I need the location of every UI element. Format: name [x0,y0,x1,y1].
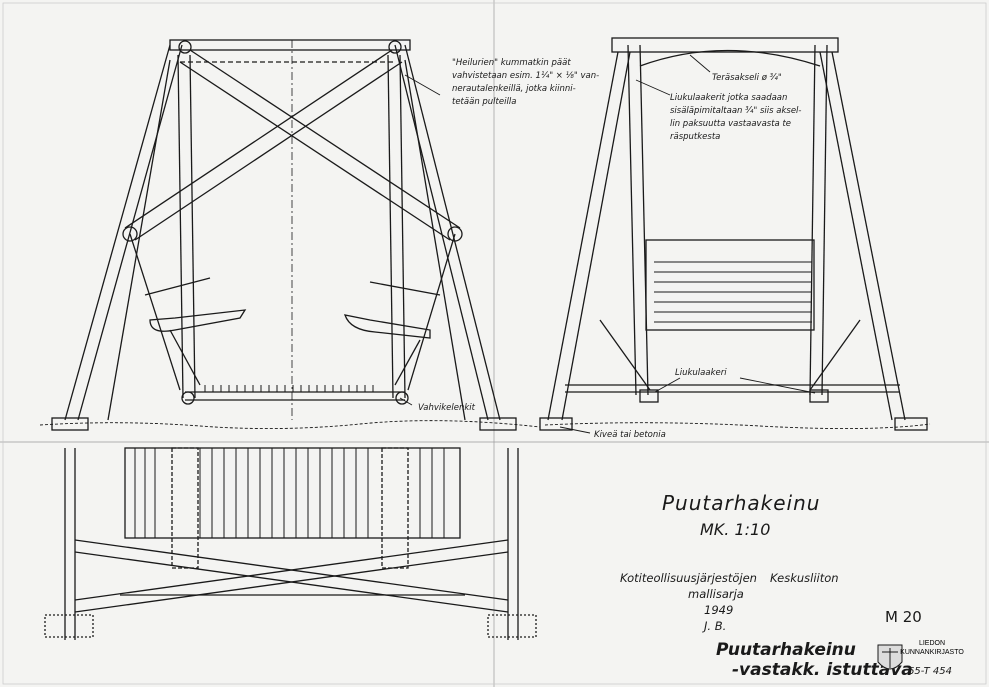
stamp-line-1: LIEDON [919,640,945,647]
drawing-initials: J. B. [702,619,726,633]
swing-reinforcement-note: "Heilurien" kummatkin päät vahvistetaan … [452,58,599,107]
reinforcement-links-label: Vahvikelenkit [418,403,476,413]
signature-line-1: Puutarhakeinu [716,640,856,660]
swing-note-line-1: "Heilurien" kummatkin päät [452,58,571,68]
crest-icon [877,644,903,670]
drawing-title: Puutarhakeinu [662,491,820,515]
signature-line-2: -vastakk. istuttava [732,660,913,680]
swing-note-line-2: vahvistetaan esim. 1¼" × ⅛" van- [452,71,599,81]
bearing-note-line-2: sisäläpimitaltaan ¾" siis aksel- [670,106,802,116]
sheet-code: M 20 [885,608,922,626]
bearing-note: Liukulaakerit jotka saadaan sisäläpimita… [670,93,802,142]
bearing-note-line-3: lin paksuutta vastaavasta te [670,119,791,129]
archive-number: 65-T 454 [908,666,952,677]
end-view-drawing [539,37,931,431]
drawing-year: 1949 [704,603,733,617]
bearings-label: Liukulaakeri [675,368,727,378]
publisher-line-2: mallisarja [688,587,744,601]
title-block: Puutarhakeinu MK. 1:10 Kotiteollisuusjär… [620,491,922,680]
leader-lines [399,54,816,434]
stamp-line-2: KUNNANKIRJASTO [900,649,964,656]
library-stamp: LIEDON KUNNANKIRJASTO 65-T 454 [877,640,964,677]
swing-note-line-3: nerautalenkeillä, jotka kiinni- [452,84,576,94]
publisher-line-1b: Keskusliiton [770,571,839,585]
ground-label: Kiveä tai betonia [594,430,666,440]
bearing-note-line-1: Liukulaakerit jotka saadaan [670,93,787,103]
publisher-line-1a: Kotiteollisuusjärjestöjen [620,571,757,585]
bearing-note-line-4: räsputkesta [670,132,720,142]
plan-view-drawing [44,447,537,640]
swing-note-line-4: tetään pulteilla [452,97,516,107]
steel-axle-label: Teräsakseli ø ¾" [712,73,782,83]
side-view-drawing [39,39,541,431]
drawing-scale: MK. 1:10 [700,520,770,539]
